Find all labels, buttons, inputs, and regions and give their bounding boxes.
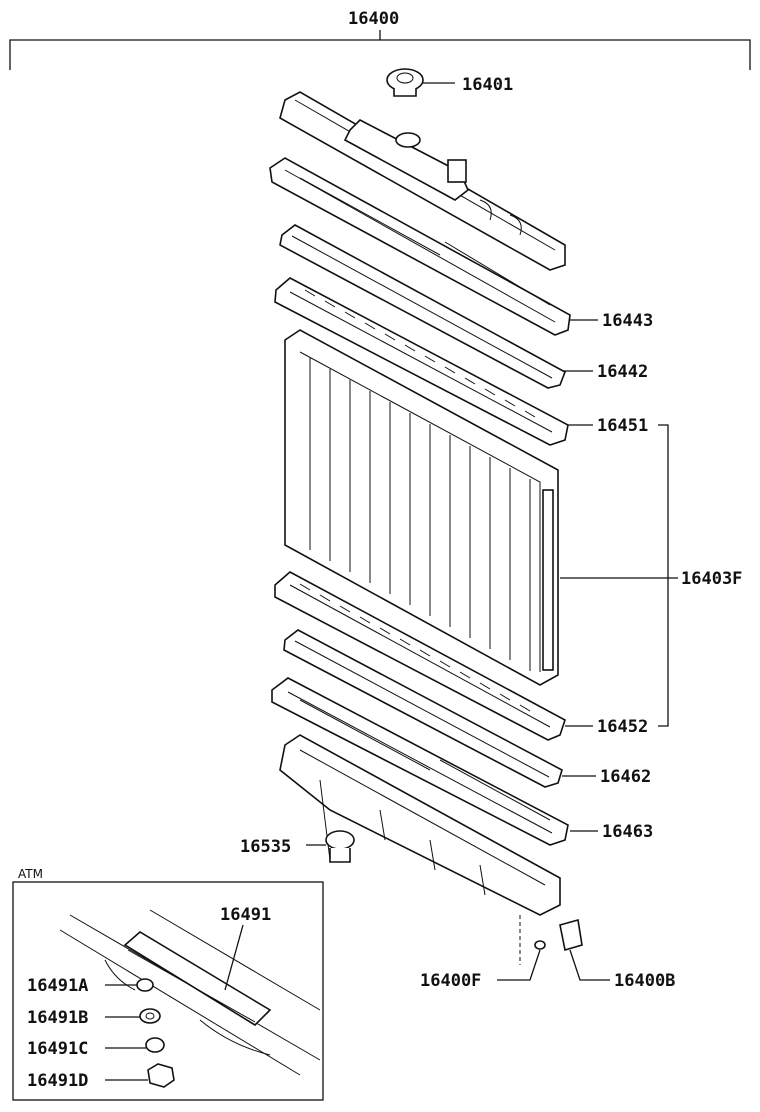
drain-cock-part: [497, 915, 610, 981]
label-lower-gasket: 16462: [600, 767, 651, 787]
label-upper-plate: 16451: [597, 416, 648, 436]
inset-fittings: [105, 978, 175, 1088]
lower-tank-seal-part: [271, 677, 569, 846]
label-lower-tank: 16463: [602, 822, 653, 842]
lower-gasket-part: [283, 629, 596, 788]
upper-tank-seal-part: [269, 157, 598, 336]
label-upper-gasket: 16442: [597, 362, 648, 382]
label-lower-plate: 16452: [597, 717, 648, 737]
label-inset-pipe: 16491: [220, 905, 271, 925]
label-drain-cock-f: 16400F: [420, 971, 481, 991]
assembly-bracket: [9, 30, 751, 70]
label-upper-tank-seal: 16443: [602, 311, 653, 331]
label-inset-title: ATM: [18, 867, 43, 881]
upper-plate-part: [274, 277, 593, 446]
core-bracket: [560, 424, 678, 727]
label-inset-a: 16491A: [27, 976, 88, 996]
radiator-cap-part: [386, 68, 455, 97]
label-inset-b: 16491B: [27, 1008, 88, 1028]
upper-gasket-part: [279, 224, 593, 389]
upper-tank-part: [279, 91, 566, 271]
label-core: 16403F: [681, 569, 742, 589]
label-inset-c: 16491C: [27, 1039, 88, 1059]
drain-plug-part: [306, 830, 355, 863]
lower-plate-part: [274, 571, 593, 741]
label-assembly: 16400: [348, 9, 399, 29]
lower-tank-part: [279, 734, 598, 916]
atm-inset-box: [12, 881, 324, 1101]
label-inset-d: 16491D: [27, 1071, 88, 1091]
label-cap: 16401: [462, 75, 513, 95]
label-drain-plug: 16535: [240, 837, 291, 857]
label-drain-cock-b: 16400B: [614, 971, 675, 991]
radiator-core-part: [284, 329, 559, 686]
